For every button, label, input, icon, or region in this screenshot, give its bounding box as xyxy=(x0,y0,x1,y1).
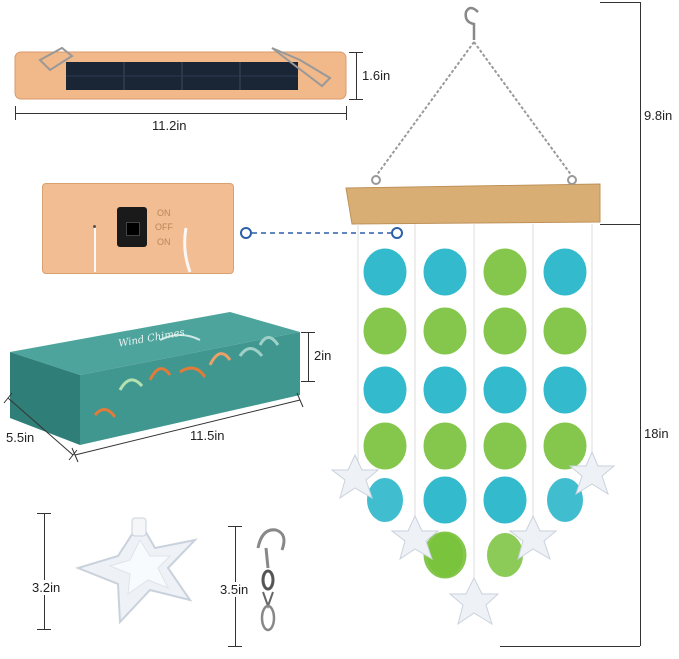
capiz-shell xyxy=(422,247,468,297)
capiz-shell xyxy=(482,365,528,415)
capiz-shell xyxy=(422,365,468,415)
capiz-shell xyxy=(542,306,588,356)
capiz-shell xyxy=(362,365,408,415)
box-height-label: 2in xyxy=(312,348,334,363)
switch-label-on-bottom: ON xyxy=(157,237,171,247)
box-length-label: 11.5in xyxy=(188,428,227,443)
switch-label-off: OFF xyxy=(155,222,173,232)
chime-bottom-height-label: 18in xyxy=(642,426,671,441)
capiz-shell xyxy=(367,478,403,522)
chime-top-height-label: 9.8in xyxy=(642,108,675,123)
starfish-height-label: 3.2in xyxy=(30,580,63,595)
power-switch xyxy=(117,207,147,247)
capiz-shell xyxy=(482,421,528,471)
switch-panel xyxy=(42,183,234,274)
box-depth-label: 5.5in xyxy=(4,430,37,445)
capiz-shell xyxy=(542,421,588,471)
capiz-shell xyxy=(422,306,468,356)
capiz-shell xyxy=(487,533,523,577)
capiz-shell xyxy=(542,365,588,415)
capiz-shell xyxy=(542,247,588,297)
capiz-shell xyxy=(362,306,408,356)
solar-panel-height-label: 1.6in xyxy=(360,68,393,83)
hook-height-label: 3.5in xyxy=(218,582,251,597)
capiz-shell xyxy=(547,478,583,522)
solar-panel-width-label: 11.2in xyxy=(150,118,189,133)
capiz-shell xyxy=(482,247,528,297)
switch-label-on-top: ON xyxy=(157,208,171,218)
capiz-shell xyxy=(427,533,463,577)
capiz-shell xyxy=(422,421,468,471)
capiz-shell xyxy=(482,306,528,356)
capiz-shell xyxy=(362,247,408,297)
capiz-shell xyxy=(362,421,408,471)
capiz-shell xyxy=(422,475,468,525)
capiz-shell xyxy=(482,475,528,525)
